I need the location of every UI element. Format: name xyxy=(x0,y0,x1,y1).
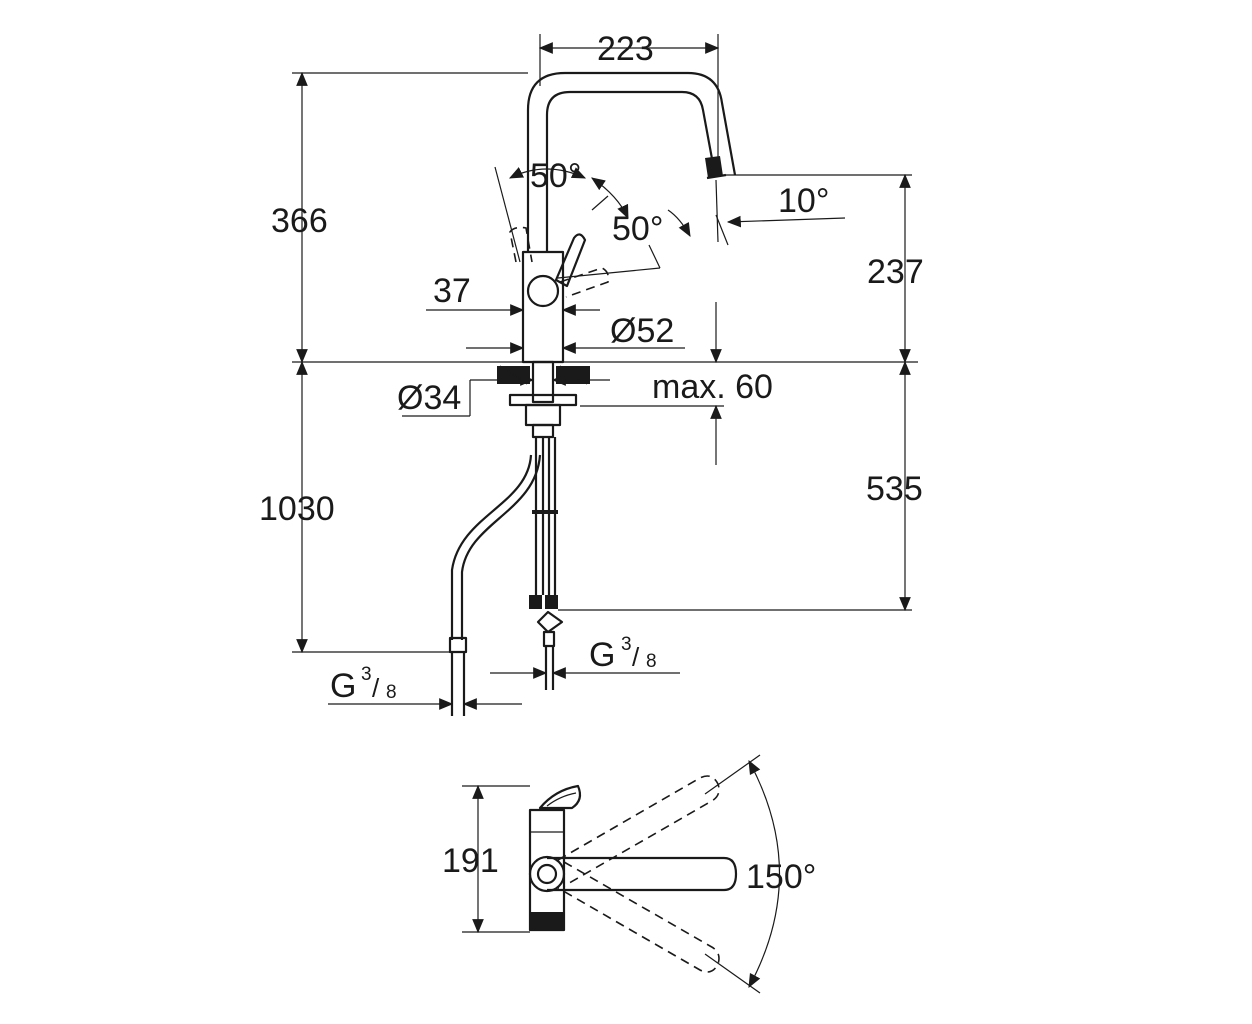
svg-text:G: G xyxy=(589,636,615,674)
dim-spout-reach: 223 xyxy=(597,30,654,68)
top-swivel-inner xyxy=(536,863,558,885)
svg-text:/: / xyxy=(372,673,380,703)
top-view: 191 150° xyxy=(442,754,816,994)
dimension-lines xyxy=(296,42,911,710)
mounting-set xyxy=(497,360,590,439)
thread-label-left: G 3 / 8 xyxy=(330,664,397,705)
side-view: 223 366 237 1030 535 Ø52 Ø34 37 max. 60 … xyxy=(259,30,924,716)
top-lever-detail xyxy=(546,792,577,807)
top-lever xyxy=(538,784,582,810)
svg-text:/: / xyxy=(632,642,640,672)
dim-base-diameter: Ø52 xyxy=(610,312,674,350)
dim-top-depth: 191 xyxy=(442,842,499,880)
top-spout-upper-position xyxy=(557,775,720,887)
svg-text:G: G xyxy=(330,667,356,705)
extension-lines xyxy=(292,34,912,653)
dim-max-deck: max. 60 xyxy=(652,368,773,406)
dim-lever-offset: 37 xyxy=(433,272,471,310)
lever-left-position xyxy=(509,226,533,263)
top-thread-base xyxy=(531,912,563,930)
dim-spout-tilt: 10° xyxy=(778,182,829,220)
supply-hoses xyxy=(529,437,564,690)
top-spout xyxy=(547,856,738,892)
dim-aerator-height: 237 xyxy=(867,253,924,291)
pull-out-hose xyxy=(448,454,542,716)
top-spout-lower-position xyxy=(557,861,720,973)
dim-hole-diameter: Ø34 xyxy=(397,379,461,417)
dim-height-above-deck: 366 xyxy=(271,202,328,240)
svg-text:3: 3 xyxy=(621,634,632,655)
top-swivel-outer xyxy=(528,855,566,893)
thread-label-right: G 3 / 8 xyxy=(589,634,657,674)
lever xyxy=(554,233,587,288)
dim-hose-drop: 535 xyxy=(866,470,923,508)
dim-lever-angle-right: 50° xyxy=(612,210,663,248)
svg-text:8: 8 xyxy=(646,651,657,672)
dim-hose-length: 1030 xyxy=(259,490,335,528)
svg-text:8: 8 xyxy=(386,682,397,703)
dim-swivel-angle: 150° xyxy=(746,858,816,896)
dim-lever-angle-left: 50° xyxy=(530,157,581,195)
mixer-body xyxy=(521,250,565,364)
svg-text:3: 3 xyxy=(361,664,372,685)
